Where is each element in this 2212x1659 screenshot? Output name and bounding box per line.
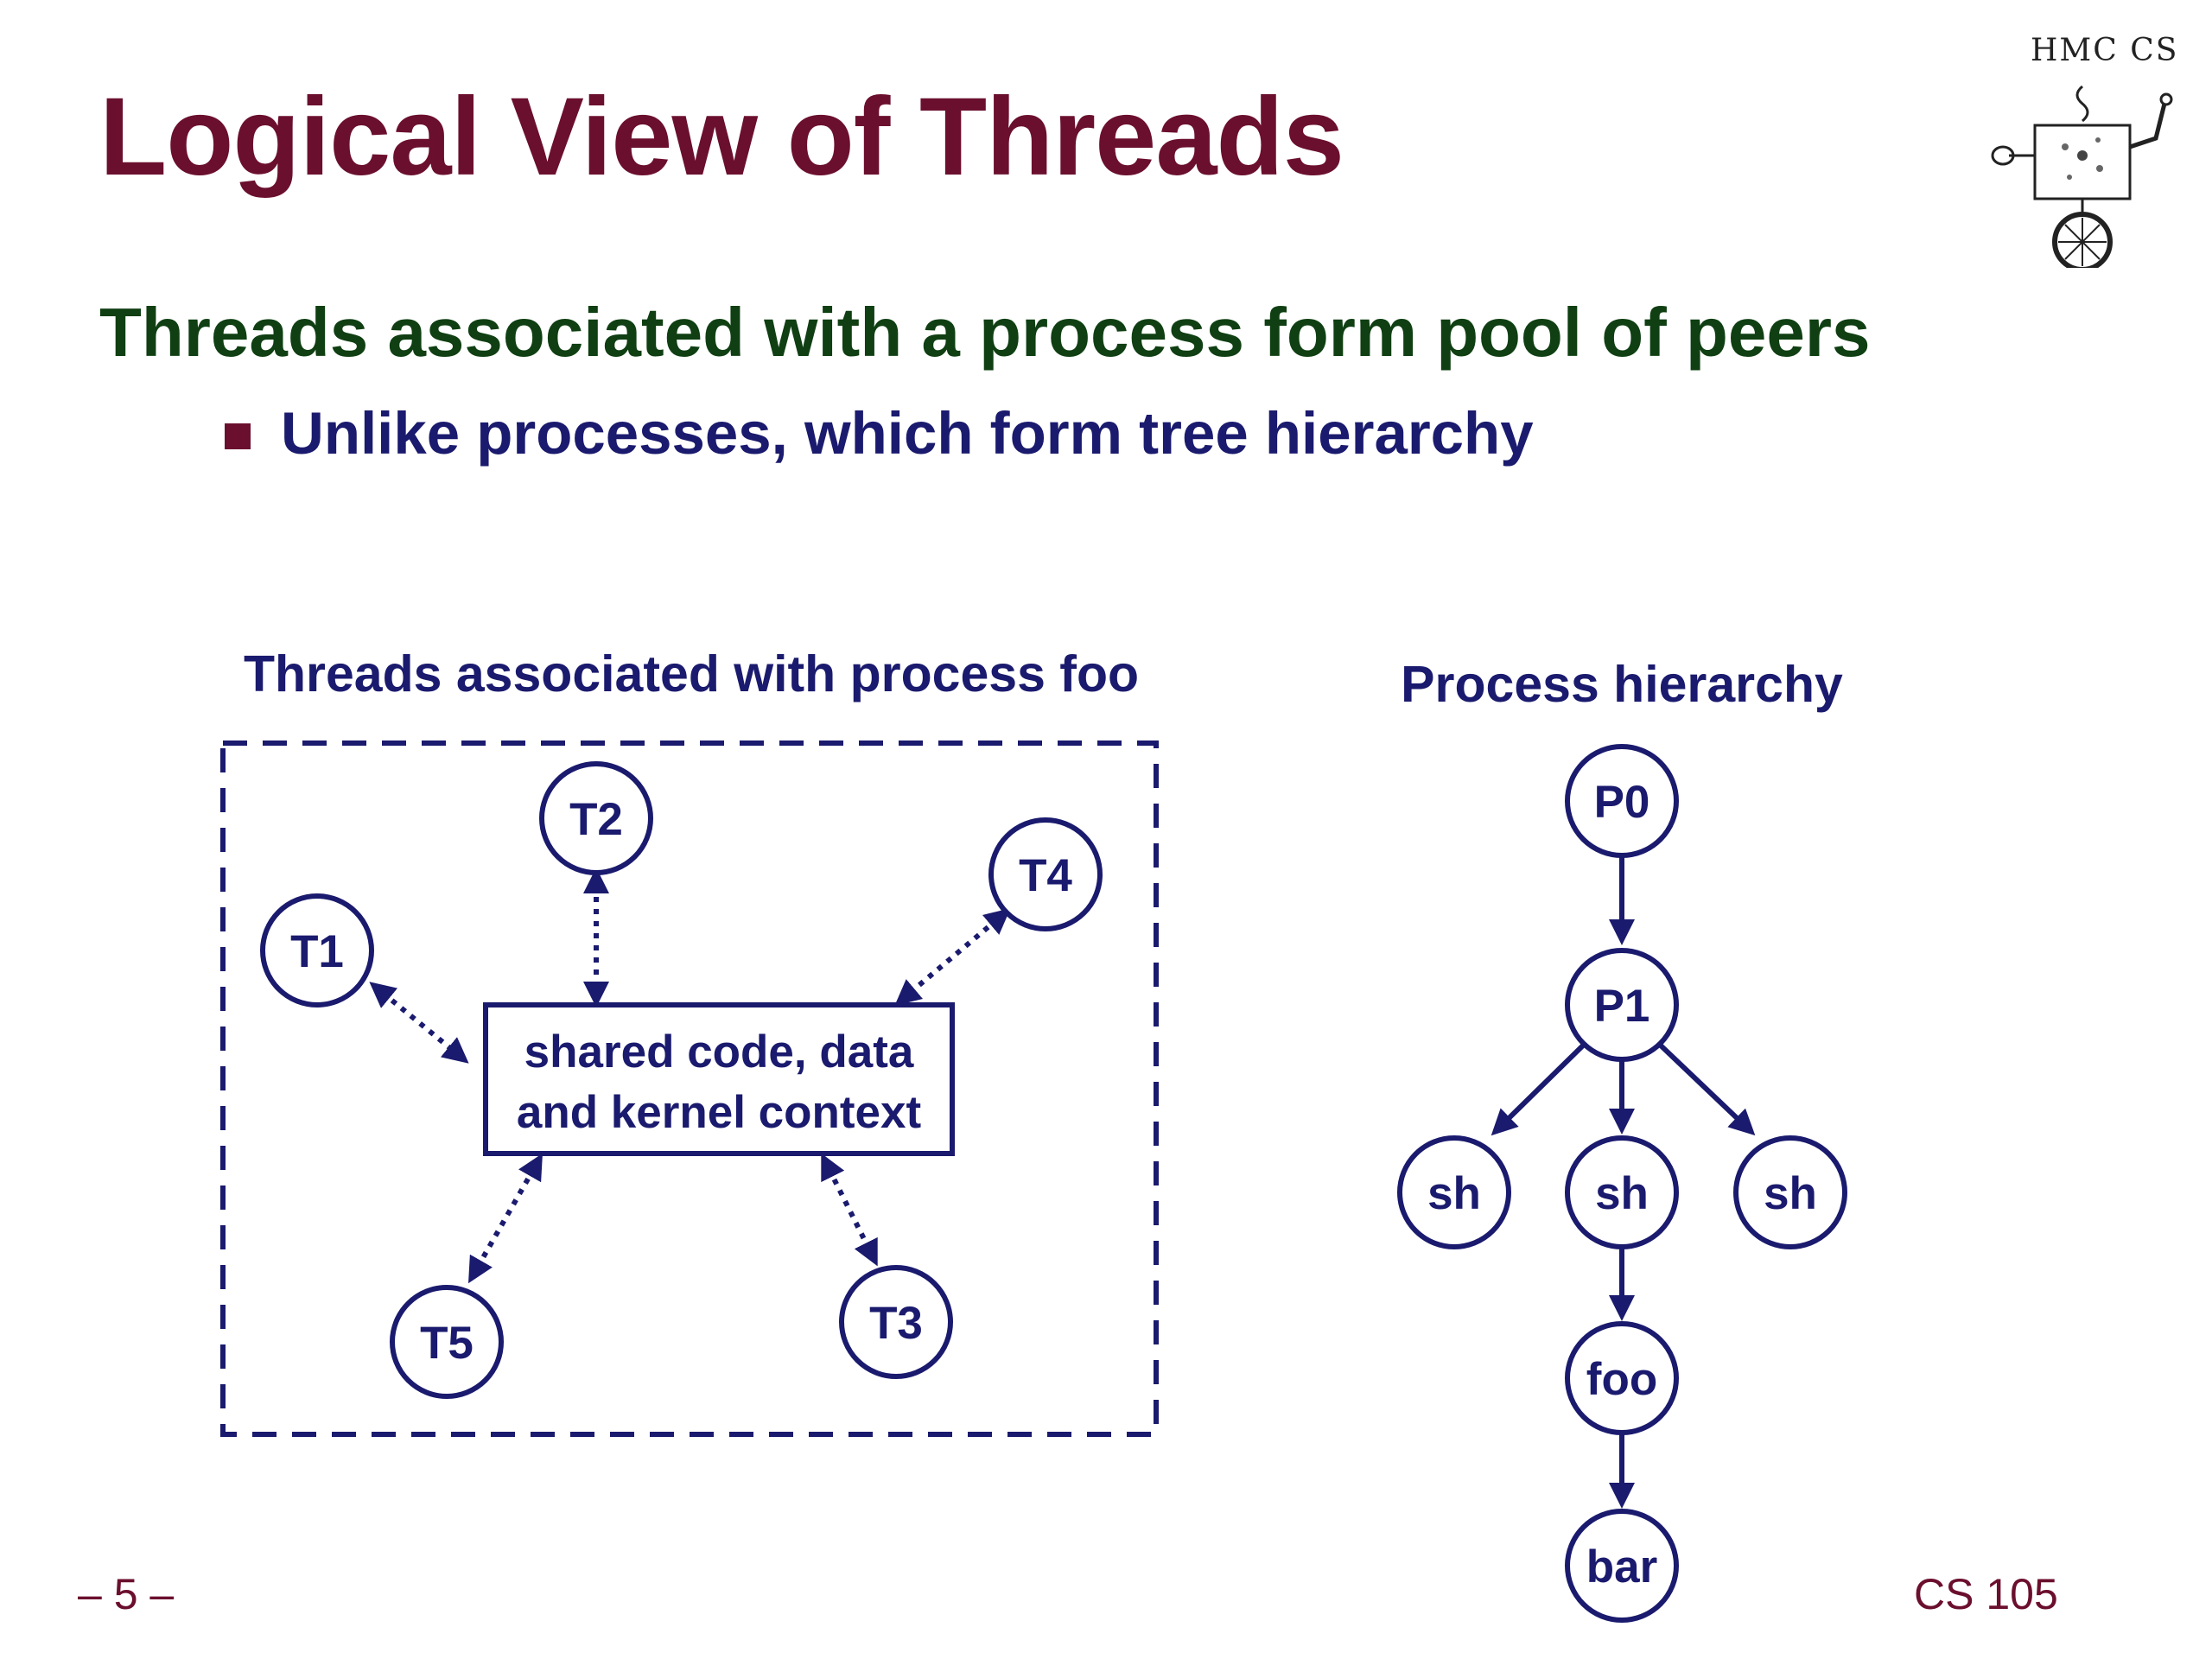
sub-point: Unlike processes, which form tree hierar… (281, 400, 1534, 467)
thread-node-t4: T4 (988, 817, 1103, 931)
thread-node-t1: T1 (260, 893, 374, 1007)
thread-label: T4 (1019, 850, 1072, 901)
process-label: foo (1586, 1354, 1657, 1405)
thread-node-t3: T3 (839, 1265, 953, 1379)
process-boundary (220, 741, 1159, 1437)
shared-context-line1: shared code, data (524, 1027, 914, 1077)
process-caption: Process hierarchy (1401, 656, 1843, 713)
thread-label: T5 (420, 1318, 474, 1369)
process-node-p0: P0 (1565, 744, 1679, 858)
process-label: sh (1595, 1168, 1649, 1219)
shared-context-line2: and kernel context (517, 1087, 921, 1138)
main-point: Threads associated with a process form p… (99, 294, 1871, 371)
thread-node-t5: T5 (390, 1285, 504, 1399)
thread-label: T1 (290, 926, 344, 977)
thread-label: T3 (869, 1298, 923, 1349)
link-t4 (894, 908, 1011, 1006)
edge-p1-sh-right (1658, 1043, 1756, 1136)
shared-context-box (483, 1002, 955, 1156)
process-label: sh (1427, 1168, 1481, 1219)
process-node-sh-right: sh (1733, 1135, 1847, 1249)
logo-text: HMC CS (2031, 33, 2179, 68)
process-label: sh (1764, 1168, 1817, 1219)
thread-node-t2: T2 (539, 761, 653, 875)
course-label: CS 105 (1914, 1570, 2058, 1618)
process-node-sh-mid: sh (1565, 1135, 1679, 1249)
process-node-sh-left: sh (1397, 1135, 1511, 1249)
process-node-foo: foo (1565, 1321, 1679, 1435)
bullet-icon (225, 423, 251, 449)
link-t1 (369, 982, 469, 1064)
hmc-cs-logo (1991, 85, 2173, 268)
process-node-p1: P1 (1565, 948, 1679, 1062)
process-label: P1 (1594, 981, 1650, 1032)
threads-caption: Threads associated with process foo (244, 645, 1139, 702)
process-node-bar: bar (1565, 1509, 1679, 1623)
edge-p1-sh-left (1491, 1043, 1586, 1136)
slide-title: Logical View of Threads (99, 75, 1344, 199)
thread-label: T2 (569, 794, 623, 845)
link-t5 (468, 1153, 543, 1284)
link-t3 (821, 1153, 878, 1267)
process-label: P0 (1594, 777, 1650, 828)
page-number: – 5 – (78, 1570, 175, 1618)
process-label: bar (1586, 1541, 1657, 1592)
